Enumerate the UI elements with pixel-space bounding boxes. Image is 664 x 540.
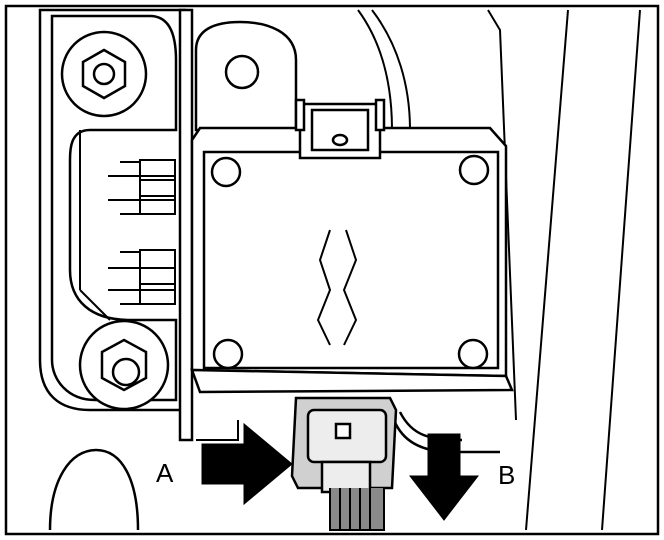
lower-left-boss — [48, 448, 140, 531]
connector-wires — [316, 229, 358, 346]
control-module — [190, 126, 514, 394]
background-lines — [357, 9, 641, 531]
arrow-right-icon-shadow — [196, 420, 239, 441]
label-b: B — [498, 460, 516, 490]
bracket-bars — [178, 8, 194, 442]
lower-nut — [78, 319, 170, 411]
arrow-down-icon — [408, 433, 480, 521]
mounting-plate — [38, 8, 187, 412]
cable-clips — [79, 130, 176, 321]
module-holes — [210, 154, 490, 370]
upper-nut — [60, 30, 148, 118]
label-a: A — [156, 458, 174, 488]
hinge-loop — [194, 20, 298, 132]
module-top-tab — [294, 98, 386, 160]
wire-harness — [329, 488, 385, 531]
electrical-connector — [290, 396, 398, 494]
arrow-right-icon — [201, 422, 293, 506]
